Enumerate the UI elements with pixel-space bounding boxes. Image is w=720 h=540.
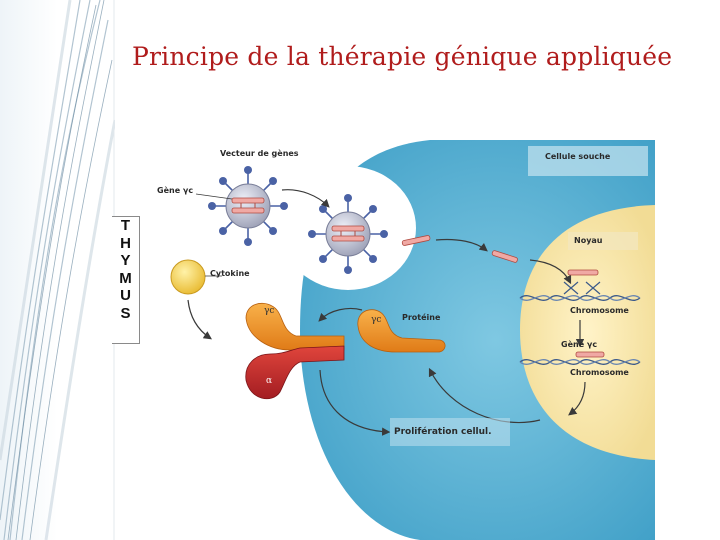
label-gamma-c-membrane: γc [264,306,274,316]
cytokine [171,260,205,294]
thymus-letter: M [112,270,139,288]
label-chromosome-1: Chromosome [570,306,629,315]
label-vecteur-genes: Vecteur de gènes [220,149,299,158]
thymus-letter: H [112,235,139,253]
label-chromosome-2: Chromosome [570,368,629,377]
label-alpha: α [266,376,272,386]
label-cellule-souche: Cellule souche [545,152,610,161]
thymus-letter: Y [112,252,139,270]
label-gene-yc-right: Gène γc [561,340,597,349]
sidebar-decoration [0,0,115,540]
label-proliferation: Prolifération cellul. [394,427,492,437]
thymus-letter: S [112,305,139,323]
label-proteine: Protéine [402,313,440,322]
thymus-letter: T [112,217,139,235]
slide-title: Principe de la thérapie génique appliqué… [132,42,672,71]
thymus-label-block: T H Y M U S [112,216,140,344]
label-noyau: Noyau [574,236,603,245]
label-gamma-c-protein: γc [371,315,381,325]
label-cytokine: Cytokine [210,269,250,278]
viral-vector-1 [208,166,288,246]
label-gene-yc-left: Gène γc [157,186,193,195]
gene-therapy-diagram [115,135,655,540]
thymus-letter: U [112,287,139,305]
